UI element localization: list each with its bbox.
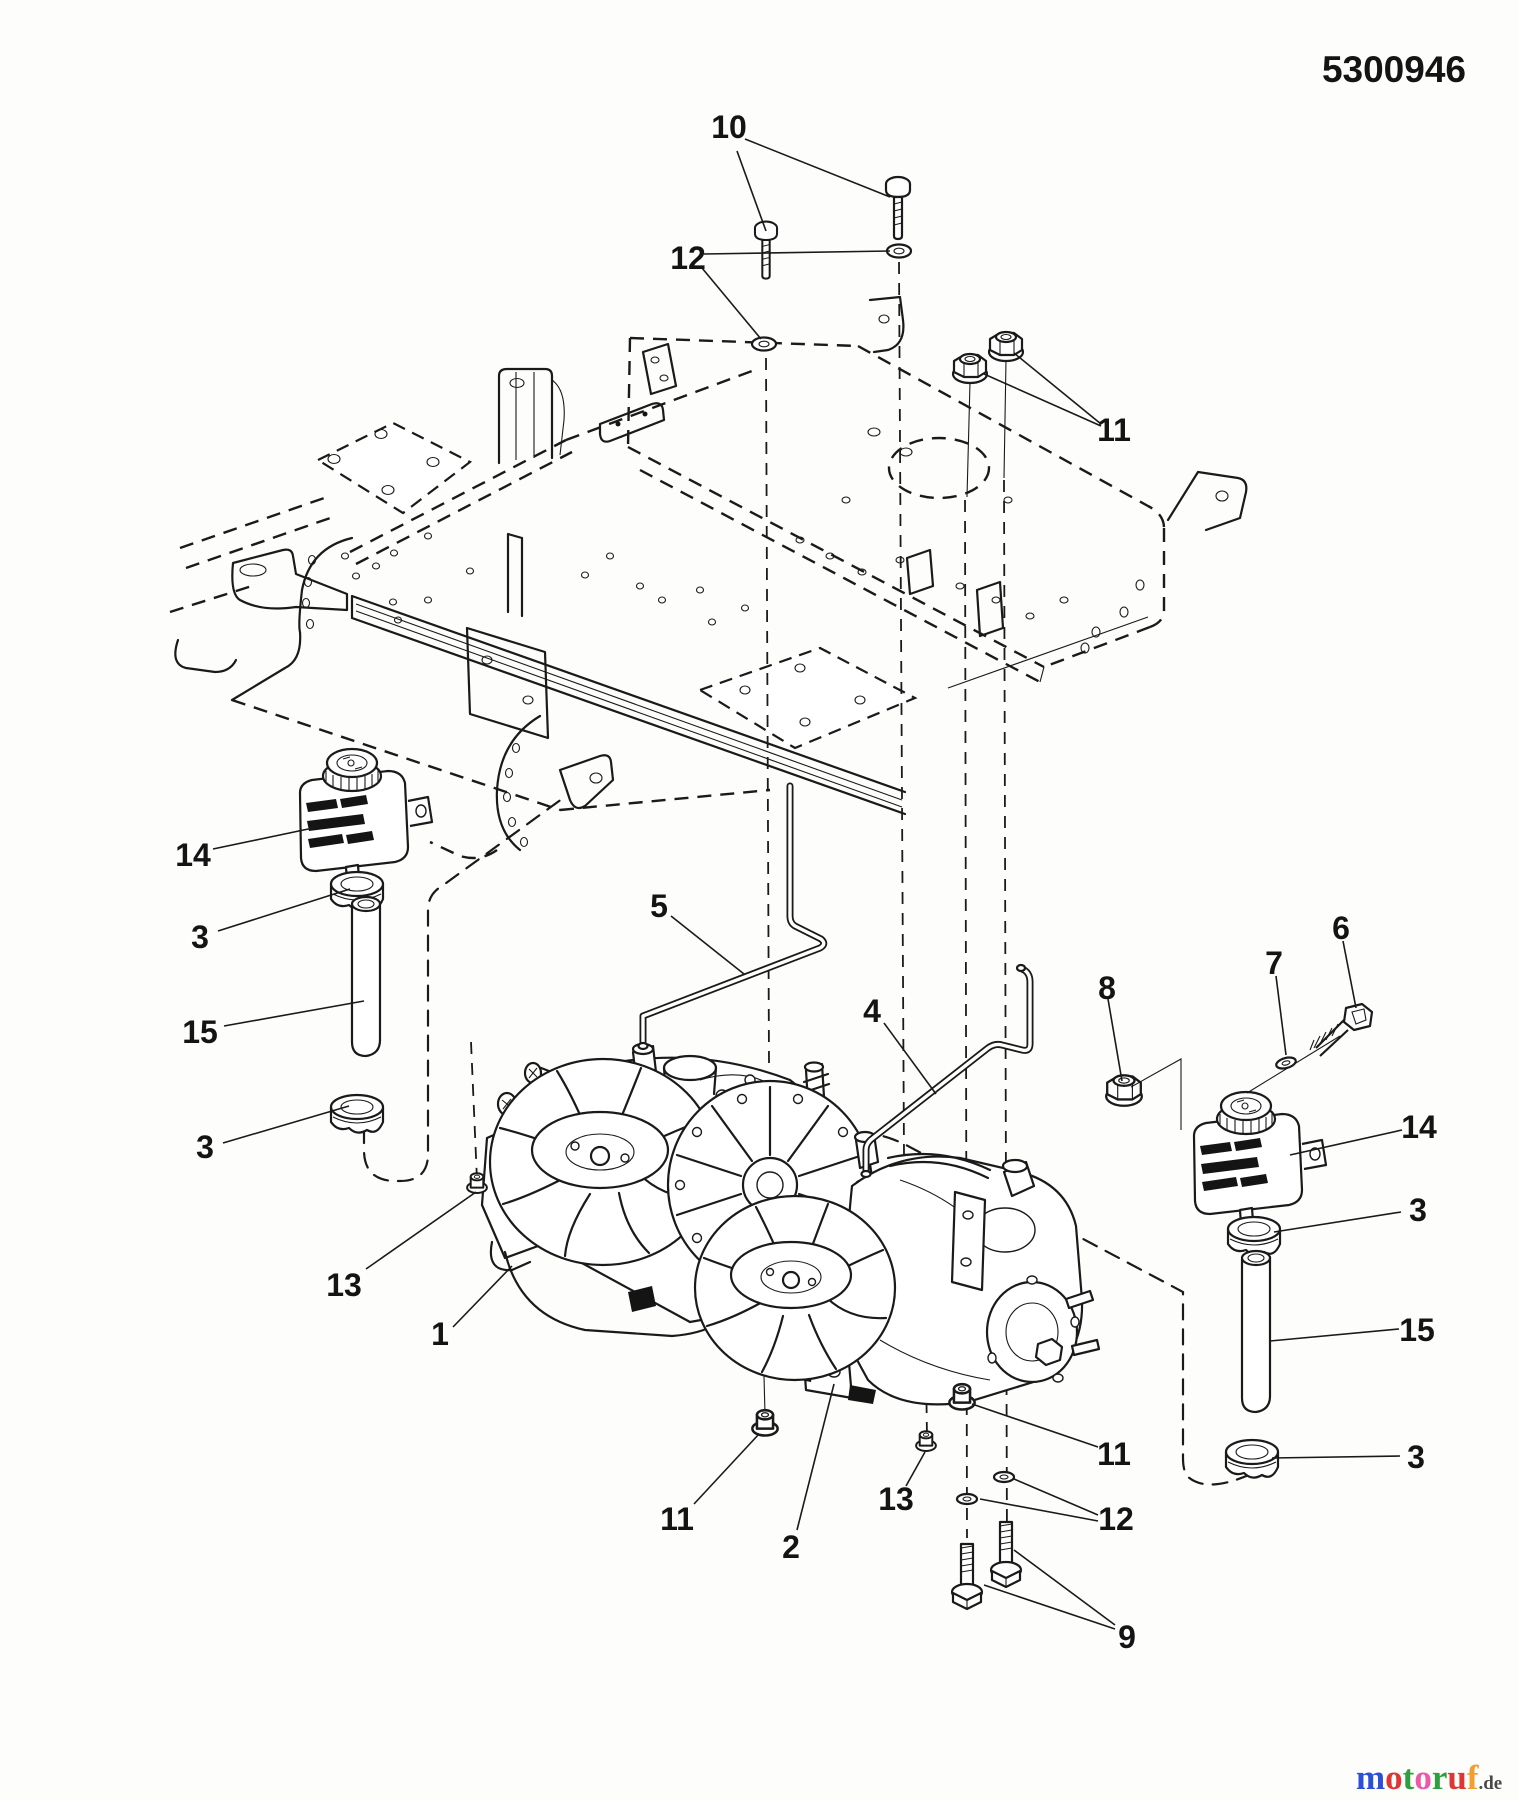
transaxle-right <box>693 1130 1101 1406</box>
washer-12-bottom-a <box>992 1470 1016 1484</box>
logo-letter: m <box>1356 1758 1385 1797</box>
clamp-left-lower <box>329 1093 385 1134</box>
callout-7: 7 <box>1265 945 1283 981</box>
callout-14-left: 14 <box>175 837 211 873</box>
hydraulic-pipe-5 <box>637 782 828 1051</box>
bolt-6 <box>1246 1002 1374 1094</box>
leader-lines <box>212 138 1403 1630</box>
tube-right <box>1240 1249 1272 1414</box>
motoruf-logo-text[interactable]: motoruf.de <box>1356 1758 1502 1797</box>
callout-9: 9 <box>1118 1619 1136 1655</box>
bolt-9-b <box>989 1520 1023 1589</box>
reservoir-right <box>1192 1090 1328 1226</box>
callout-8: 8 <box>1098 970 1116 1006</box>
reservoir-left <box>298 747 434 883</box>
logo-letter: t <box>1403 1758 1415 1797</box>
callout-11-top: 11 <box>1097 412 1131 448</box>
nut-8 <box>1104 1074 1144 1107</box>
callout-2: 2 <box>782 1529 800 1565</box>
callout-5: 5 <box>650 888 668 924</box>
hydraulic-pipe-4 <box>860 963 1034 1179</box>
callout-4: 4 <box>863 993 881 1029</box>
motoruf-logo[interactable]: motoruf.de <box>1356 1758 1502 1797</box>
washer-12-bottom-b <box>955 1492 979 1506</box>
logo-letter: o <box>1385 1758 1403 1797</box>
chassis-frame-drawing <box>169 295 1248 860</box>
callout-3-right-lower: 3 <box>1407 1439 1425 1475</box>
logo-letter: u <box>1447 1758 1466 1797</box>
nut-8-locator-line <box>1130 1058 1182 1130</box>
callout-3-right-upper: 3 <box>1409 1192 1427 1228</box>
callout-14-right: 14 <box>1401 1109 1437 1145</box>
nut-11-bottom-left <box>751 1408 779 1437</box>
washer-7 <box>1273 1054 1299 1072</box>
logo-letter: o <box>1414 1758 1432 1797</box>
bolt-9-a <box>950 1542 984 1611</box>
callout-6: 6 <box>1332 910 1350 946</box>
washer-12-right <box>885 243 913 259</box>
hose-routing-lines <box>362 794 1253 1486</box>
clamp-right-lower <box>1224 1438 1280 1479</box>
callout-10: 10 <box>711 109 747 145</box>
callout-11-bottom-left: 11 <box>660 1501 694 1537</box>
clamp-right-upper <box>1226 1215 1282 1256</box>
callout-12-bottom: 12 <box>1098 1501 1134 1537</box>
callout-3-left-lower: 3 <box>196 1129 214 1165</box>
callout-13-left: 13 <box>326 1267 362 1303</box>
part-number: 5300946 <box>1322 49 1466 90</box>
bolt-10-right <box>884 175 912 241</box>
nut-11-bottom-right <box>948 1382 976 1411</box>
callout-13-bottom: 13 <box>878 1481 914 1517</box>
callout-11-bottom-right: 11 <box>1097 1436 1131 1472</box>
callout-15-right: 15 <box>1399 1312 1435 1348</box>
callout-3-left-upper: 3 <box>191 919 209 955</box>
callout-15-left: 15 <box>182 1014 218 1050</box>
logo-tld: .de <box>1478 1773 1502 1794</box>
nut-11-top-left <box>951 352 989 385</box>
logo-letter: f <box>1467 1758 1479 1797</box>
callout-12-top: 12 <box>670 240 706 276</box>
tube-left <box>350 895 382 1058</box>
logo-letter: r <box>1432 1758 1448 1797</box>
washer-12-left <box>750 336 778 352</box>
callout-1: 1 <box>431 1316 449 1352</box>
engine-hole <box>887 436 991 500</box>
nut-13-left <box>466 1172 488 1194</box>
nut-13-bottom <box>915 1430 937 1452</box>
callout-labels: 10 12 11 14 3 15 3 5 4 8 7 6 14 3 15 3 1… <box>175 109 1437 1655</box>
